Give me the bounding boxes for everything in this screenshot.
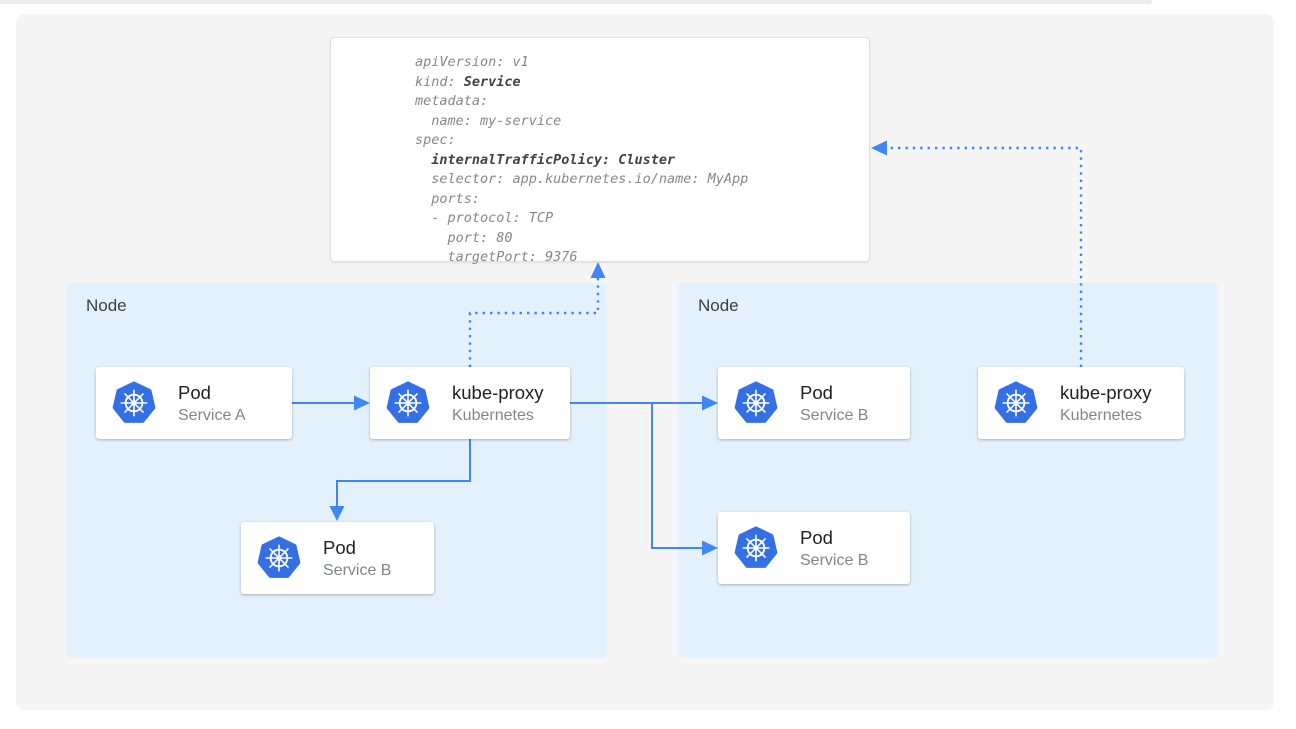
card-subtitle: Service A bbox=[178, 406, 246, 424]
kubernetes-icon bbox=[257, 536, 301, 580]
card-kube-proxy-right: kube-proxy Kubernetes bbox=[978, 367, 1184, 439]
kubernetes-icon bbox=[734, 526, 778, 570]
kubernetes-icon bbox=[994, 381, 1038, 425]
yaml-code-line: - protocol: TCP bbox=[415, 210, 554, 226]
card-subtitle: Service B bbox=[323, 561, 392, 579]
yaml-code-line: apiVersion: v1 bbox=[415, 54, 529, 70]
card-title: Pod bbox=[800, 526, 833, 548]
card-subtitle: Kubernetes bbox=[452, 406, 534, 424]
kubernetes-icon bbox=[386, 381, 430, 425]
yaml-code-line: kind: Service bbox=[415, 73, 521, 90]
card-title: Pod bbox=[178, 381, 211, 403]
card-pod-service-b-left: Pod Service B bbox=[241, 522, 434, 594]
node-box-right: Node bbox=[678, 283, 1218, 658]
card-subtitle: Service B bbox=[800, 551, 869, 569]
node-box-left: Node bbox=[66, 283, 607, 658]
card-pod-service-b-right-top: Pod Service B bbox=[718, 367, 910, 439]
kubernetes-icon bbox=[112, 381, 156, 425]
yaml-code-line: targetPort: 9376 bbox=[415, 249, 578, 265]
card-subtitle: Kubernetes bbox=[1060, 406, 1142, 424]
card-kube-proxy-left: kube-proxy Kubernetes bbox=[370, 367, 570, 439]
card-title: Pod bbox=[800, 381, 833, 403]
yaml-code-line: selector: app.kubernetes.io/name: MyApp bbox=[415, 171, 749, 187]
yaml-code-line: name: my-service bbox=[415, 112, 562, 129]
service-yaml-panel: apiVersion: v1 kind: Service metadata: nam… bbox=[330, 37, 870, 265]
card-pod-service-a: Pod Service A bbox=[96, 367, 292, 439]
node-label: Node bbox=[698, 296, 739, 315]
yaml-code-line: port: 80 bbox=[415, 229, 513, 246]
top-divider-bar bbox=[0, 0, 1152, 4]
node-label: Node bbox=[86, 296, 127, 315]
yaml-code-line: ports: bbox=[415, 190, 481, 207]
yaml-code-line: spec: bbox=[415, 132, 456, 148]
card-title: kube-proxy bbox=[1060, 381, 1152, 403]
card-title: kube-proxy bbox=[452, 381, 544, 403]
card-subtitle: Service B bbox=[800, 406, 869, 424]
card-pod-service-b-right-bottom: Pod Service B bbox=[718, 512, 910, 584]
yaml-code: apiVersion: v1 kind: Service metadata: nam… bbox=[415, 53, 859, 268]
yaml-code-line: metadata: bbox=[415, 93, 489, 109]
yaml-code-line: internalTrafficPolicy: Cluster bbox=[431, 151, 676, 168]
kubernetes-icon bbox=[734, 381, 778, 425]
card-title: Pod bbox=[323, 536, 356, 558]
